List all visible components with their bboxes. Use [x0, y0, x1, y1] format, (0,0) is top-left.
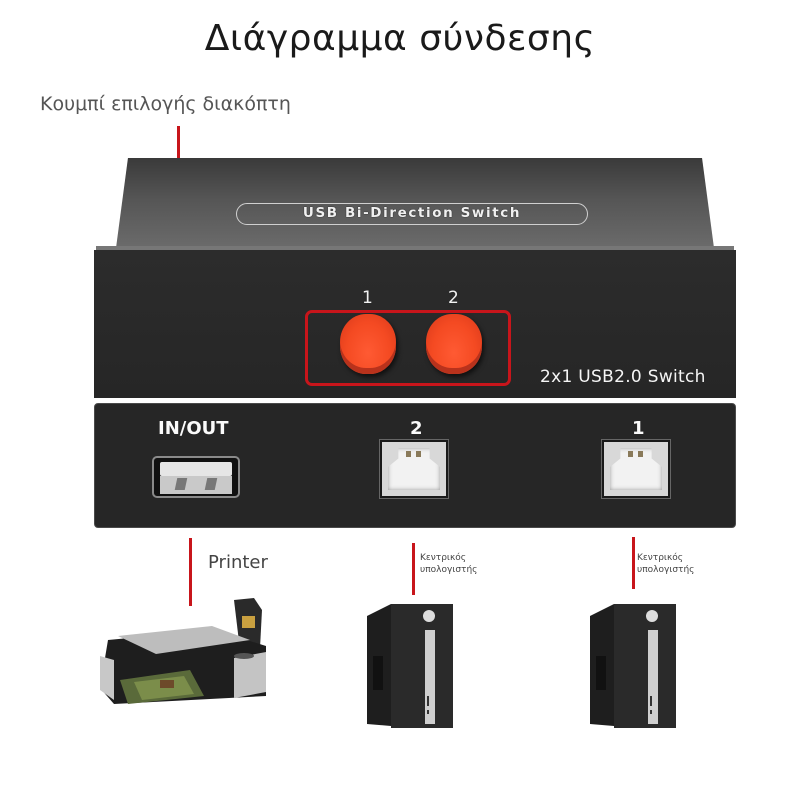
- select-button-2[interactable]: [426, 314, 482, 374]
- printer-connection-line: [189, 538, 192, 606]
- device-top-edge: [96, 246, 734, 250]
- port-in-out-label: IN/OUT: [158, 418, 229, 439]
- port-2-label: 2: [410, 418, 423, 439]
- pc-1-label: Κεντρικός υπολογιστής: [637, 553, 695, 575]
- device-model-label: 2x1 USB2.0 Switch: [540, 367, 706, 387]
- diagram-title: Διάγραμμα σύνδεσης: [204, 18, 596, 59]
- usb-b-port-2-icon: [379, 439, 449, 499]
- port-1-label: 1: [632, 418, 645, 439]
- printer-icon: [100, 598, 266, 704]
- pc-2-connection-line: [412, 543, 415, 595]
- pc-2-label: Κεντρικός υπολογιστής: [420, 553, 478, 575]
- usb-a-port-icon: [152, 456, 240, 498]
- pc-1-connection-line: [632, 537, 635, 589]
- select-button-1[interactable]: [340, 314, 396, 374]
- button-highlight-frame: [305, 310, 511, 386]
- usb-b-port-1-icon: [601, 439, 671, 499]
- switch-button-callout-label: Κουμπί επιλογής διακόπτη: [40, 93, 291, 115]
- desktop-tower-1-icon: [590, 604, 676, 728]
- desktop-tower-2-icon: [367, 604, 453, 728]
- button-2-label: 2: [448, 288, 459, 308]
- button-1-label: 1: [362, 288, 373, 308]
- printer-label: Printer: [208, 552, 268, 573]
- device-front-upper-panel: [94, 250, 736, 398]
- device-top-badge: USB Bi-Direction Switch: [236, 203, 588, 225]
